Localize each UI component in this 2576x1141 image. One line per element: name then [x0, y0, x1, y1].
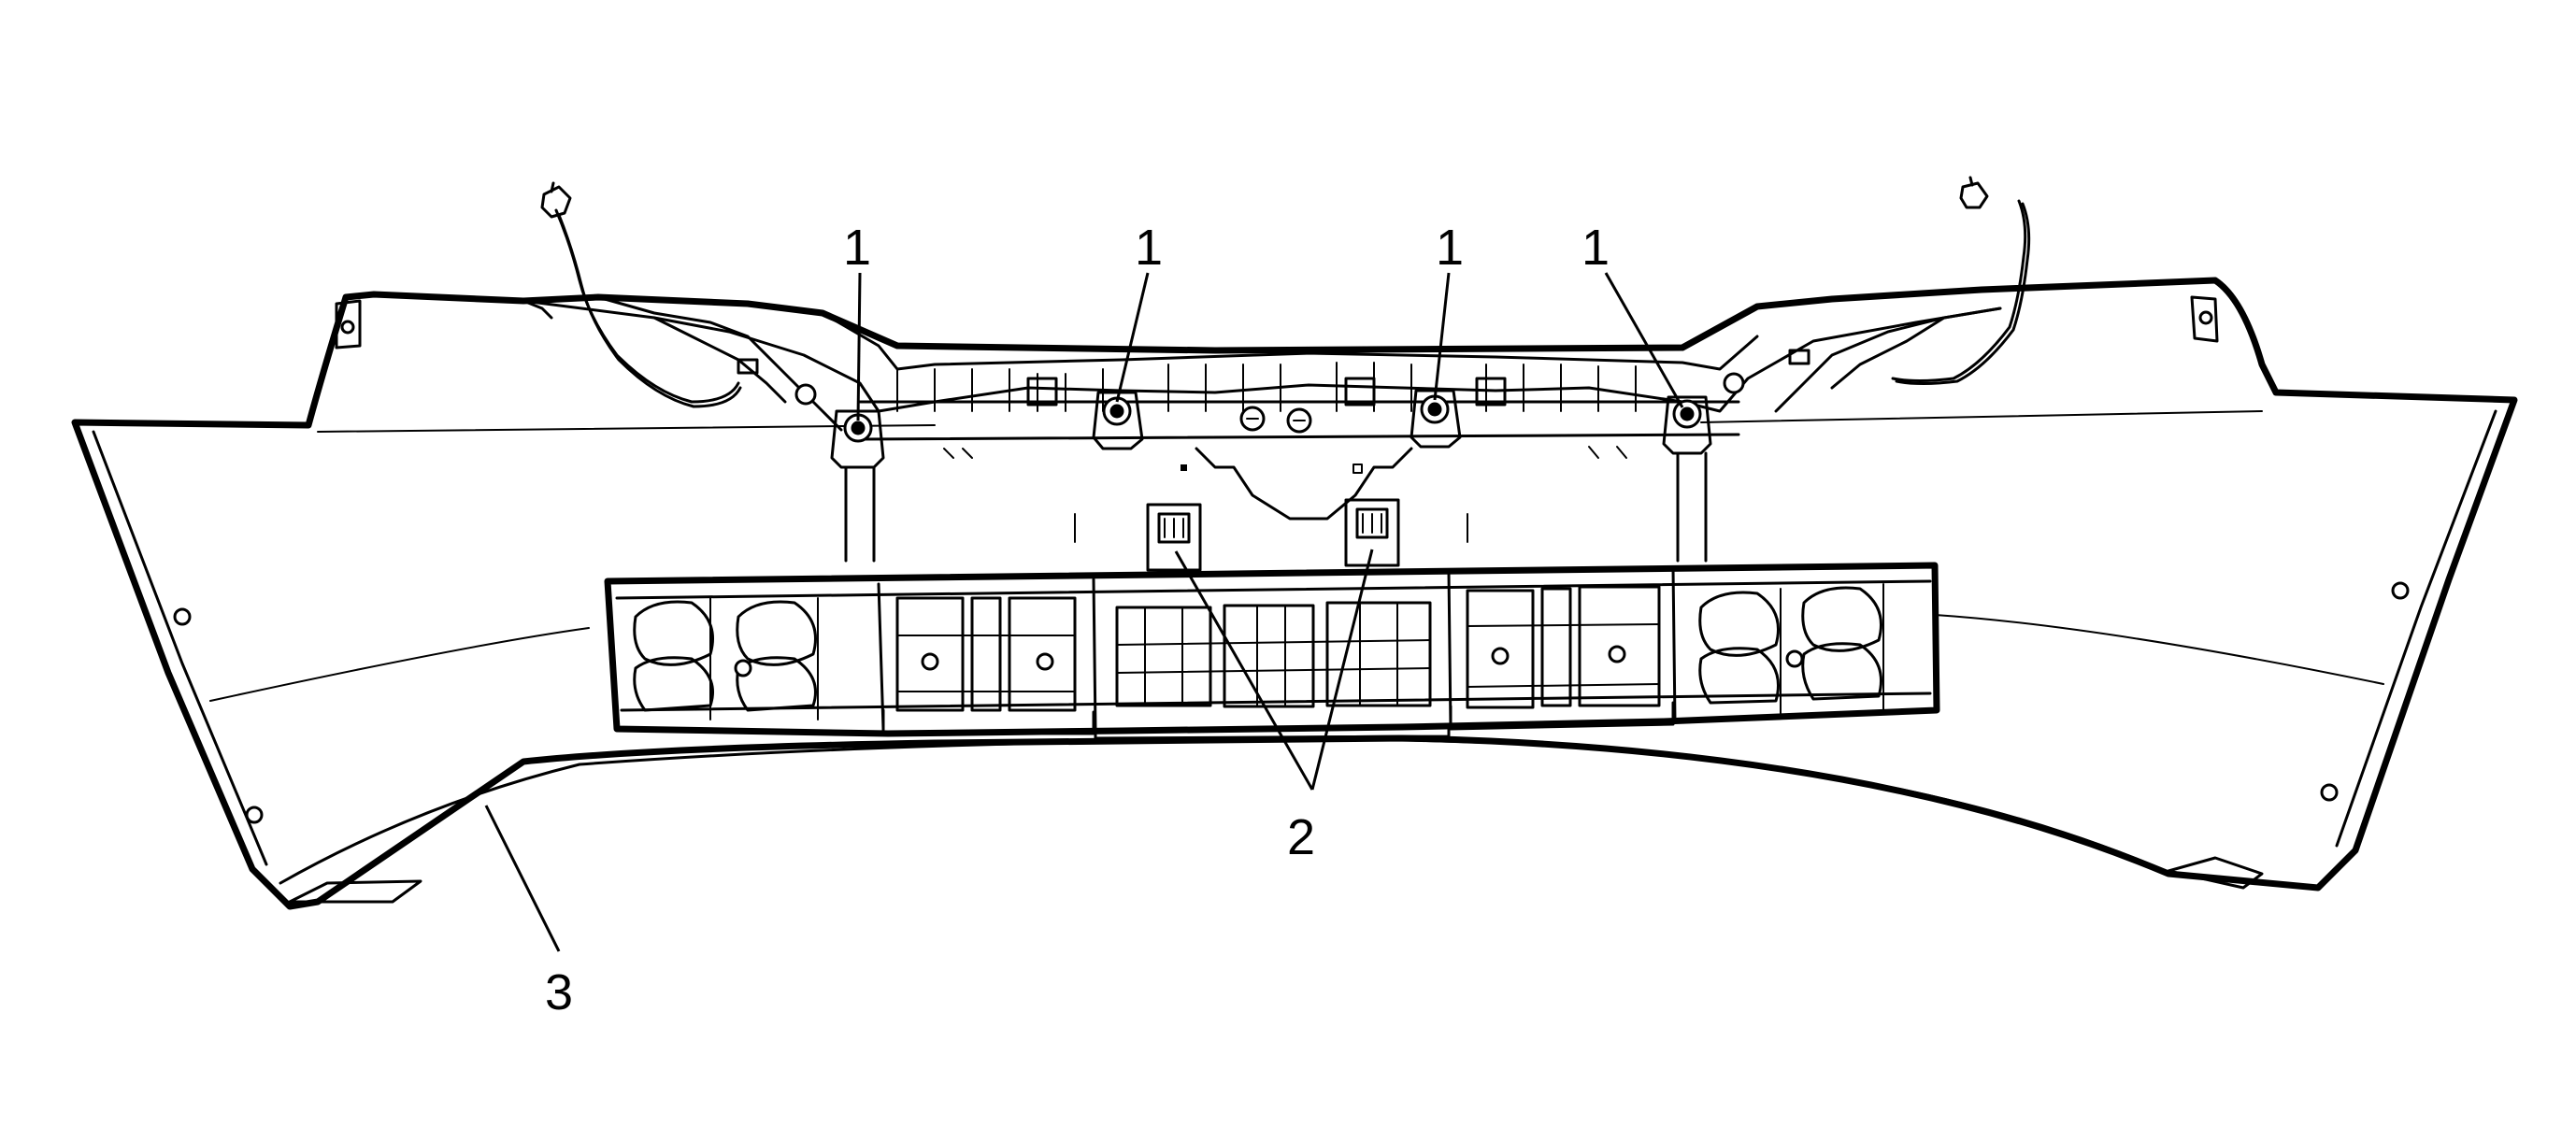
leader-2a [1174, 550, 1314, 791]
callout-1a: 1 [843, 220, 871, 276]
leader-1c [1433, 272, 1451, 401]
absorber-cells-right-mid [1466, 585, 1661, 709]
absorber-cells-right [1698, 583, 1884, 716]
callout-2: 2 [1287, 809, 1315, 865]
vertical-struts [844, 451, 1708, 563]
callout-1b: 1 [1135, 220, 1163, 276]
clip-left [1146, 503, 1202, 572]
nut-2 [1092, 391, 1144, 450]
rail-ribs [896, 362, 1637, 412]
leader-1a [856, 272, 862, 421]
callout-1c: 1 [1436, 220, 1464, 276]
retaining-clips [1146, 498, 1400, 572]
absorber-cells-center [1115, 601, 1432, 708]
leader-3 [484, 805, 561, 952]
wiring-harness-right [1891, 176, 2031, 385]
leader-1d [1604, 272, 1684, 408]
upper-mounting-rail [522, 295, 2002, 521]
absorber-cells-left-mid [895, 596, 1077, 712]
corner-brackets [335, 295, 2219, 349]
callout-3: 3 [545, 964, 573, 1020]
energy-absorber [604, 562, 1940, 740]
wiring-harness-left [522, 181, 742, 408]
absorber-cells-left [633, 597, 819, 720]
callout-1d: 1 [1581, 220, 1610, 276]
clip-right [1344, 498, 1400, 567]
callout-labels: 1 1 1 1 2 3 [545, 220, 1610, 1020]
leader-2b [1310, 549, 1374, 791]
leader-lines [484, 272, 1684, 952]
fascia-holes [173, 581, 2410, 824]
nut-4 [1662, 395, 1712, 455]
leader-1b [1115, 272, 1150, 403]
